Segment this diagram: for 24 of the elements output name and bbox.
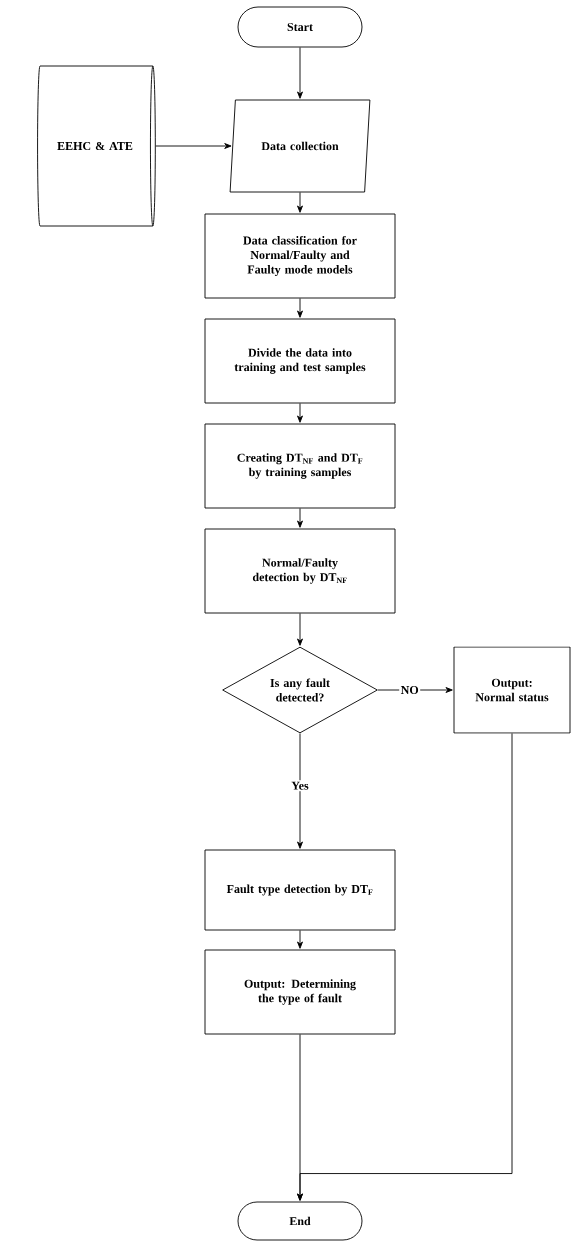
start-terminal: Start bbox=[237, 6, 363, 48]
output-box: Output: Determining the type of fault bbox=[204, 949, 396, 1035]
output-box: Output: Normal status bbox=[453, 646, 571, 734]
arrow bbox=[297, 733, 513, 1201]
end-terminal: End bbox=[237, 1201, 363, 1241]
arrow bbox=[377, 687, 453, 693]
arrow bbox=[297, 508, 303, 528]
process-box: Creating DT$_{NF}$ and DT$_{F}$ by training samples bbox=[204, 423, 396, 509]
arrow bbox=[297, 192, 303, 213]
arrow bbox=[297, 613, 303, 646]
arrow bbox=[155, 143, 232, 149]
edge-label: Yes bbox=[289, 780, 311, 792]
process-box: Normal/Faulty detection by DT$_{NF}$ bbox=[204, 528, 396, 614]
arrow bbox=[297, 403, 303, 423]
input-parallelogram: Data collection bbox=[229, 99, 371, 193]
process-box: Divide the data into training and test samples bbox=[204, 318, 396, 404]
edge-label: NO bbox=[399, 684, 421, 696]
arrow bbox=[297, 47, 303, 99]
process-box: Fault type detection by DT$_{F}$ bbox=[204, 849, 396, 931]
arrow bbox=[297, 930, 303, 949]
arrow bbox=[297, 733, 303, 849]
data-store-cylinder: EEHC & ATE bbox=[37, 65, 156, 227]
arrow bbox=[297, 298, 303, 318]
process-box: Data classification for Normal/Faulty and Faulty mode models bbox=[204, 213, 396, 299]
